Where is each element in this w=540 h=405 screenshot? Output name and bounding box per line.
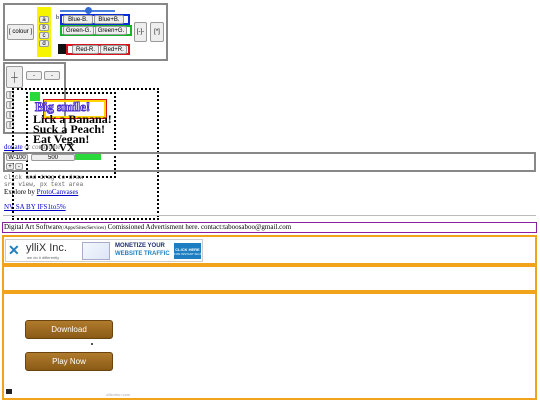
tool-button-large[interactable]: ┼ xyxy=(6,66,23,88)
donate-link[interactable]: donate xyxy=(4,143,23,151)
vertical-button-d[interactable]: d xyxy=(39,40,49,47)
canvas-rainbow-box xyxy=(43,99,107,119)
blue-minus-button[interactable]: Blue-B. xyxy=(63,15,93,24)
banner-cta: CLICK HERE xyxy=(175,247,200,252)
banner-headline-2: WEBSITE TRAFFIC xyxy=(115,251,170,257)
divider-1 xyxy=(3,215,536,216)
donate-line: donate or contribute xyxy=(4,143,60,151)
canvas-blob-green xyxy=(30,92,40,101)
chart-icon xyxy=(82,242,110,260)
width-field[interactable]: W-100 xyxy=(6,154,28,161)
corner-icon xyxy=(6,389,12,394)
banner-headline-1: MONETIZE YOUR xyxy=(115,243,165,249)
canvas-text-3: Suck a Peach! xyxy=(33,122,105,136)
vertical-button-c[interactable]: c xyxy=(39,32,49,39)
dashed-button[interactable]: [-]- xyxy=(134,22,147,42)
width-minus-button[interactable]: - xyxy=(15,163,23,170)
green-minus-button[interactable]: Green-G. xyxy=(63,26,94,35)
empty-ad-frame xyxy=(2,265,537,292)
canvas-text-4: Eat Vegan! xyxy=(33,132,90,146)
explore-line: Explore by ProtoCanvases xyxy=(4,188,78,196)
canvas-text-2: Lick a Banana! xyxy=(33,112,112,126)
blue-slider-thumb[interactable] xyxy=(85,7,92,14)
dark-bar xyxy=(58,44,68,54)
width-value-field[interactable]: 500 xyxy=(31,154,75,161)
game-panel xyxy=(2,292,537,400)
tool-button-small-1[interactable]: - xyxy=(26,71,42,80)
advert-text: Comissioned Advertisment here. contact:t… xyxy=(105,223,292,231)
play-now-button[interactable]: Play Now xyxy=(25,352,113,371)
download-button[interactable]: Download xyxy=(25,320,113,339)
game-panel-footer: zillionfun.com xyxy=(106,392,131,397)
advert-prefix: Digital Art Software xyxy=(4,223,62,231)
banner-cta-button[interactable]: CLICK HERE FOR INSTANT SIGN UP xyxy=(174,243,207,259)
vertical-button-b[interactable]: b xyxy=(39,24,49,31)
canvas-text-1: Big smile! xyxy=(34,99,91,114)
advert-path: (/Apps/Sites/Services) xyxy=(61,226,106,231)
green-plus-button[interactable]: Green+G. xyxy=(95,26,127,35)
banner-brand: ylliX Inc. xyxy=(26,242,67,254)
dot-marker xyxy=(91,343,93,345)
yllix-logo-icon: ✕ xyxy=(8,242,20,258)
advert-frame xyxy=(2,222,537,233)
red-plus-button[interactable]: Red+R. xyxy=(100,45,127,54)
width-row-frame xyxy=(3,152,536,172)
explore-text: Explore by xyxy=(4,188,37,196)
cross-icon: ┼ xyxy=(11,72,18,82)
banner-cta-sub: FOR INSTANT SIGN UP xyxy=(174,252,207,256)
banner-ad[interactable]: ✕ ylliX Inc. we do it differently MONETI… xyxy=(5,239,207,262)
banner-frame xyxy=(2,235,537,265)
advert-line: Digital Art Software(/Apps/Sites/Service… xyxy=(4,223,291,231)
vertical-button-a[interactable]: a xyxy=(39,16,49,23)
blue-plus-button[interactable]: Blue+B. xyxy=(94,15,124,24)
banner-tagline: we do it differently xyxy=(27,255,60,260)
nv-link[interactable]: NV SA BY IFS1to5% xyxy=(4,203,66,211)
red-minus-button[interactable]: Red-R. xyxy=(72,45,99,54)
tool-button-small-2[interactable]: - xyxy=(44,71,60,80)
protocanvases-link[interactable]: ProtoCanvases xyxy=(36,188,79,196)
colour-button[interactable]: [ colour ] xyxy=(7,24,34,40)
toolbar-prefix: b xyxy=(56,15,59,21)
drawing-canvas-inner[interactable] xyxy=(26,92,116,178)
toolbar-frame xyxy=(3,3,168,61)
star-button[interactable]: [*] xyxy=(150,22,164,42)
canvas-hint-2: src view, px text area xyxy=(4,181,84,188)
canvas-green-swatch xyxy=(75,152,101,160)
donate-text: or contribute xyxy=(22,143,61,151)
width-plus-button[interactable]: + xyxy=(6,163,14,170)
tool-panel xyxy=(3,62,66,134)
canvas-hint-1: click and drag to draw xyxy=(4,174,84,181)
canvas-scribble: OX VX xyxy=(40,142,75,154)
